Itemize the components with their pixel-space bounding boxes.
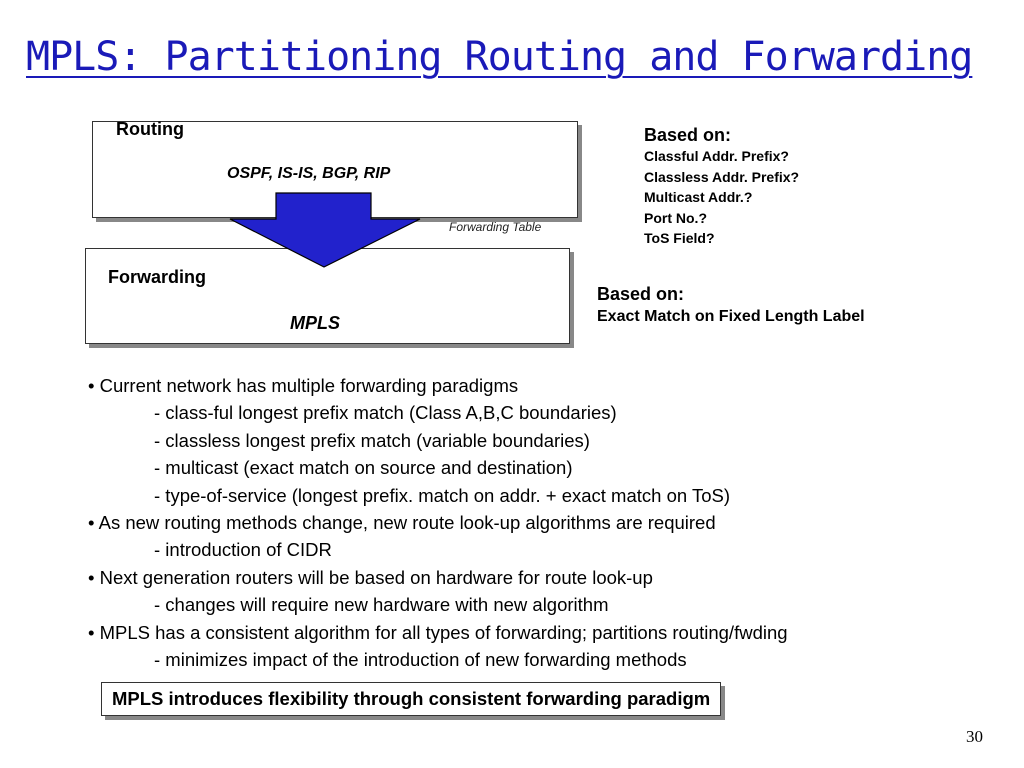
routing-protocols: OSPF, IS-IS, BGP, RIP bbox=[227, 165, 391, 182]
criteria-item: Classful Addr. Prefix? bbox=[644, 148, 789, 164]
bullet-list: • Current network has multiple forwardin… bbox=[88, 372, 788, 673]
bullet-item: • As new routing methods change, new rou… bbox=[88, 512, 716, 534]
forwarding-criteria: Based on: Exact Match on Fixed Length La… bbox=[597, 284, 865, 326]
sub-item: - minimizes impact of the introduction o… bbox=[154, 649, 687, 671]
routing-criteria-heading: Based on: bbox=[644, 125, 732, 145]
forwarding-table-label: Forwarding Table bbox=[449, 220, 542, 234]
forwarding-criteria-heading: Based on: bbox=[597, 284, 685, 304]
criteria-item: Multicast Addr.? bbox=[644, 189, 753, 205]
down-arrow-icon bbox=[229, 192, 421, 268]
routing-label: Routing bbox=[116, 119, 184, 139]
page-number: 30 bbox=[966, 727, 983, 746]
sub-item: - changes will require new hardware with… bbox=[154, 594, 609, 616]
sub-item: - introduction of CIDR bbox=[154, 539, 332, 561]
routing-criteria: Based on: Classful Addr. Prefix? Classle… bbox=[644, 125, 799, 249]
sub-item: - classless longest prefix match (variab… bbox=[154, 429, 590, 451]
summary-box: MPLS introduces flexibility through cons… bbox=[101, 682, 722, 716]
bullet-item: • Next generation routers will be based … bbox=[88, 566, 653, 588]
slide-title: MPLS: Partitioning Routing and Forwardin… bbox=[26, 34, 973, 80]
criteria-item: ToS Field? bbox=[644, 230, 715, 246]
forwarding-technology: MPLS bbox=[290, 313, 341, 333]
forwarding-criteria-item: Exact Match on Fixed Length Label bbox=[597, 308, 865, 325]
bullet-item: • Current network has multiple forwardin… bbox=[88, 375, 519, 396]
criteria-item: Classless Addr. Prefix? bbox=[644, 168, 800, 185]
sub-item: - class-ful longest prefix match (Class … bbox=[154, 402, 617, 424]
sub-item: - type-of-service (longest prefix. match… bbox=[154, 484, 730, 506]
sub-item: - multicast (exact match on source and d… bbox=[154, 457, 573, 479]
forwarding-label: Forwarding bbox=[108, 267, 206, 287]
bullet-item: • MPLS has a consistent algorithm for al… bbox=[88, 621, 788, 643]
criteria-item: Port No.? bbox=[644, 209, 707, 226]
